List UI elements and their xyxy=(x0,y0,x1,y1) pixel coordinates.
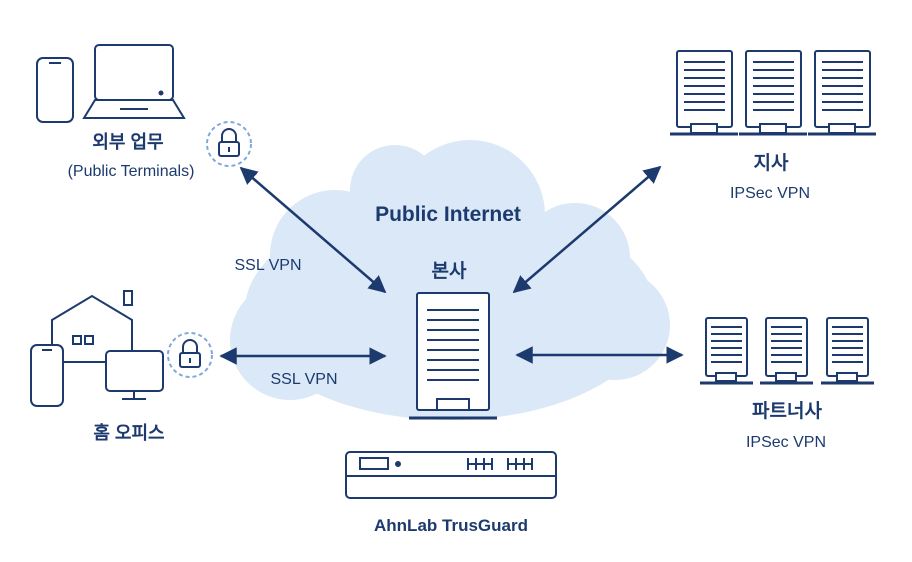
lock-icon xyxy=(206,121,252,167)
cloud-title: Public Internet xyxy=(375,203,521,226)
partner-vpn-label: IPSec VPN xyxy=(746,434,826,451)
ssl-vpn-label-remote: SSL VPN xyxy=(235,257,302,274)
lock-icon xyxy=(167,332,213,378)
remote-work-sublabel: (Public Terminals) xyxy=(68,163,195,180)
branch-server-icon xyxy=(739,50,807,136)
appliance-icon xyxy=(345,451,557,499)
hq-label: 본사 xyxy=(432,260,467,282)
partner-server-icon xyxy=(700,317,753,385)
ssl-vpn-label-home: SSL VPN xyxy=(271,371,338,388)
home-office-label: 홈 오피스 xyxy=(93,422,164,443)
home-phone-icon xyxy=(30,344,64,407)
partner-server-icon xyxy=(760,317,813,385)
partner-server-icon xyxy=(821,317,874,385)
branch-server-icon xyxy=(808,50,876,136)
remote-work-label: 외부 업무 xyxy=(92,132,163,152)
monitor-icon xyxy=(105,350,164,400)
phone-icon xyxy=(36,57,74,123)
branch-label: 지사 xyxy=(754,152,789,174)
arrow-remote-to-hq xyxy=(239,166,387,294)
arrow-hq-to-branch xyxy=(512,165,662,294)
partner-label: 파트너사 xyxy=(752,400,822,422)
branch-server-icon xyxy=(670,50,738,136)
laptop-icon xyxy=(82,44,186,119)
hq-server-icon xyxy=(409,292,497,420)
appliance-label: AhnLab TrusGuard xyxy=(374,516,528,535)
branch-vpn-label: IPSec VPN xyxy=(730,185,810,202)
